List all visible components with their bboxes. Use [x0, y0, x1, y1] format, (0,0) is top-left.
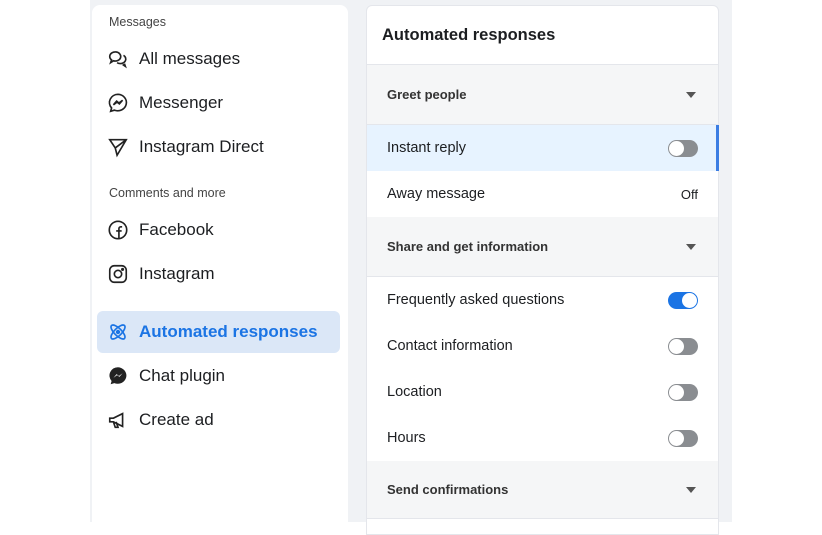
hours-toggle[interactable]: [668, 429, 698, 447]
row-location[interactable]: Location: [367, 369, 718, 415]
chat-bubbles-icon: [108, 51, 127, 69]
sidebar-item-facebook[interactable]: Facebook: [97, 209, 340, 251]
sidebar-item-chat-plugin[interactable]: Chat plugin: [97, 355, 340, 397]
sidebar-item-label: Instagram Direct: [139, 137, 264, 156]
sidebar-item-label: Automated responses: [139, 322, 318, 341]
sidebar-item-label: Facebook: [139, 220, 214, 239]
row-label: Contact information: [387, 338, 513, 354]
row-instant-reply[interactable]: Instant reply: [367, 125, 719, 171]
sidebar-item-label: Create ad: [139, 410, 214, 429]
atom-icon: [110, 324, 126, 340]
sidebar-item-label: Messenger: [139, 93, 224, 112]
sidebar-item-label: Instagram: [139, 264, 215, 283]
caret-down-icon: [686, 486, 696, 493]
panel-title: Automated responses: [367, 6, 718, 65]
row-hours[interactable]: Hours: [367, 415, 718, 461]
sidebar-item-create-ad[interactable]: Create ad: [97, 399, 340, 441]
sidebar-item-messenger[interactable]: Messenger: [97, 82, 340, 124]
sidebar-item-automated-responses[interactable]: Automated responses: [97, 311, 340, 353]
group-share-info[interactable]: Share and get information: [367, 217, 718, 277]
caret-down-icon: [686, 243, 696, 250]
paper-plane-icon: [108, 138, 128, 158]
row-label: Away message: [387, 186, 486, 202]
messenger-icon: [109, 367, 127, 385]
row-label: Location: [387, 384, 442, 400]
faq-toggle[interactable]: [668, 291, 698, 309]
contact-information-toggle[interactable]: [668, 337, 698, 355]
megaphone-icon: [108, 412, 124, 429]
row-faq[interactable]: Frequently asked questions: [367, 277, 718, 323]
sidebar-item-instagram[interactable]: Instagram: [97, 253, 340, 295]
sidebar-item-instagram-direct[interactable]: Instagram Direct: [97, 126, 340, 168]
sidebar-item-label: Chat plugin: [139, 366, 226, 385]
sidebar: Messages All messages Messenger Instagra…: [92, 5, 348, 535]
facebook-icon: [108, 220, 128, 240]
sidebar-item-label: All messages: [139, 49, 241, 68]
group-label: Greet people: [387, 87, 467, 102]
group-label: Share and get information: [387, 239, 549, 254]
caret-down-icon: [686, 91, 696, 98]
instant-reply-toggle[interactable]: [668, 139, 698, 157]
row-label: Instant reply: [387, 140, 466, 156]
row-label: Hours: [387, 430, 426, 446]
away-message-status: Off: [680, 186, 698, 202]
group-label: Send confirmations: [387, 482, 509, 497]
automated-responses-panel: Automated responses Greet people Instant…: [366, 5, 719, 535]
sidebar-item-all-messages[interactable]: All messages: [97, 38, 340, 80]
row-away-message[interactable]: Away message Off: [367, 171, 718, 217]
group-send-confirmations[interactable]: Send confirmations: [367, 461, 718, 519]
messenger-icon: [108, 93, 128, 113]
location-toggle[interactable]: [668, 383, 698, 401]
instagram-icon: [108, 264, 128, 284]
group-greet-people[interactable]: Greet people: [367, 65, 718, 125]
row-contact-information[interactable]: Contact information: [367, 323, 718, 369]
section-comments: Comments and more: [109, 186, 226, 200]
row-label: Frequently asked questions: [387, 292, 565, 308]
section-messages: Messages: [109, 15, 166, 29]
